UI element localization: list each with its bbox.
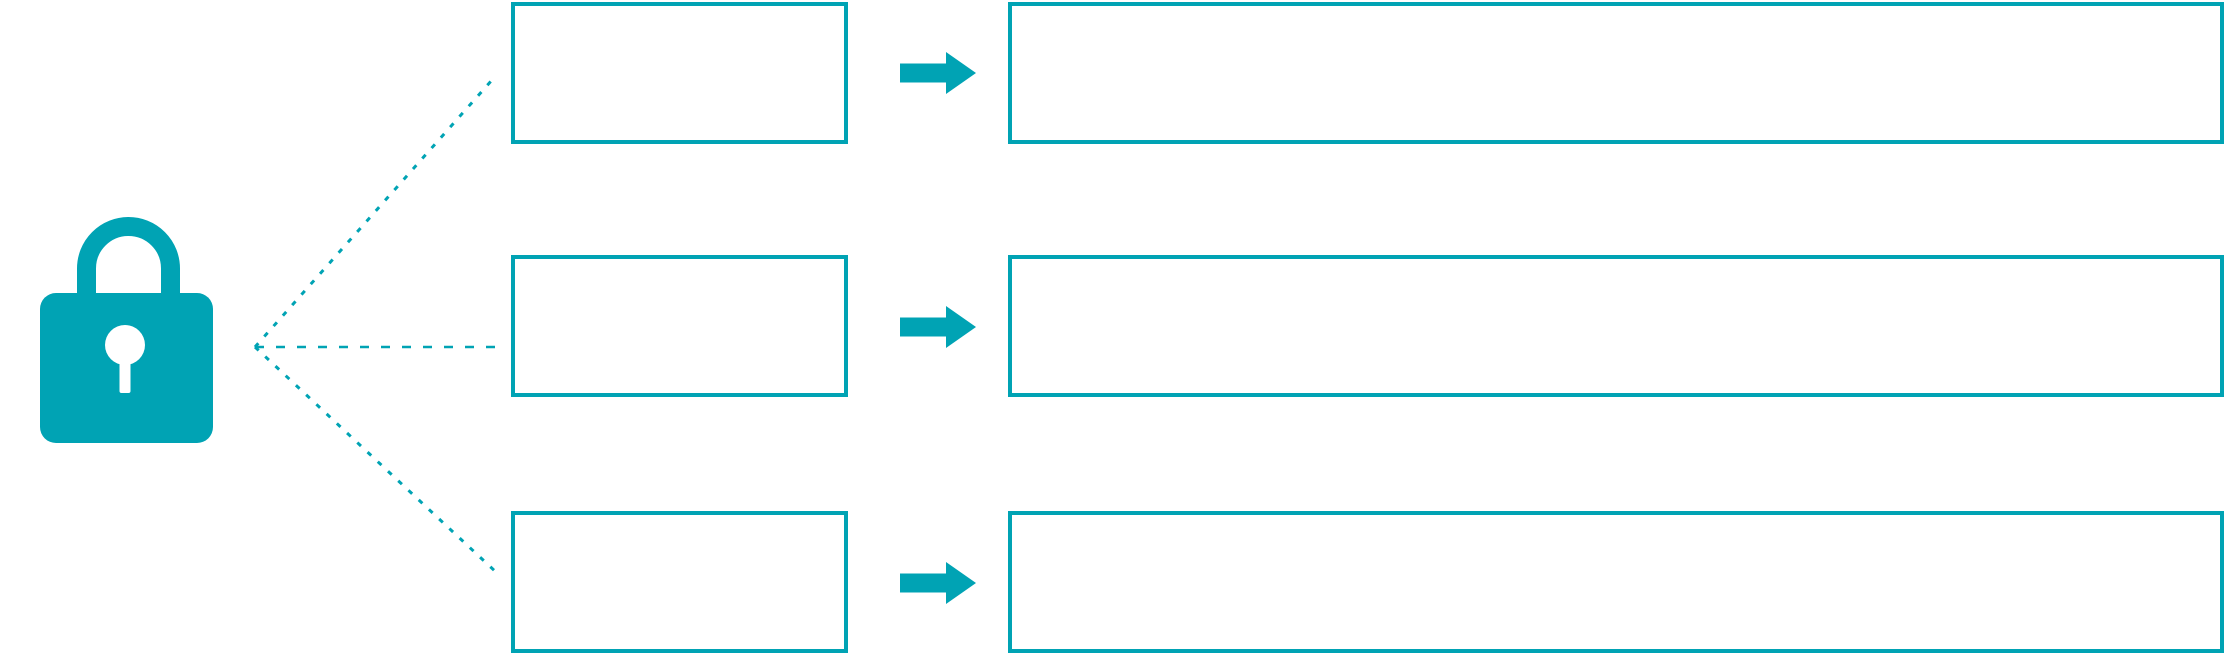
right-arrow-icon-2 [900, 306, 976, 348]
topic-box-2-label [666, 326, 694, 327]
topic-box-3-label [666, 582, 694, 583]
lock-icon [40, 217, 213, 443]
topic-box-3 [511, 511, 848, 653]
right-arrow-icon-1 [900, 52, 976, 94]
lock-keyhole-stem [119, 345, 131, 393]
detail-box-3 [1008, 511, 2224, 653]
detail-box-3-label [1602, 582, 1630, 583]
topic-box-1-label [666, 73, 694, 74]
lock-shackle [77, 217, 180, 302]
detail-box-2-label [1602, 326, 1630, 327]
dotted-connector-bottom [253, 345, 499, 575]
detail-box-2 [1008, 255, 2224, 397]
detail-box-1 [1008, 2, 2224, 144]
detail-box-1-label [1602, 73, 1630, 74]
topic-box-1 [511, 2, 848, 144]
right-arrow-icon-3 [900, 562, 976, 604]
dotted-connector-top [253, 79, 494, 348]
topic-box-2 [511, 255, 848, 397]
